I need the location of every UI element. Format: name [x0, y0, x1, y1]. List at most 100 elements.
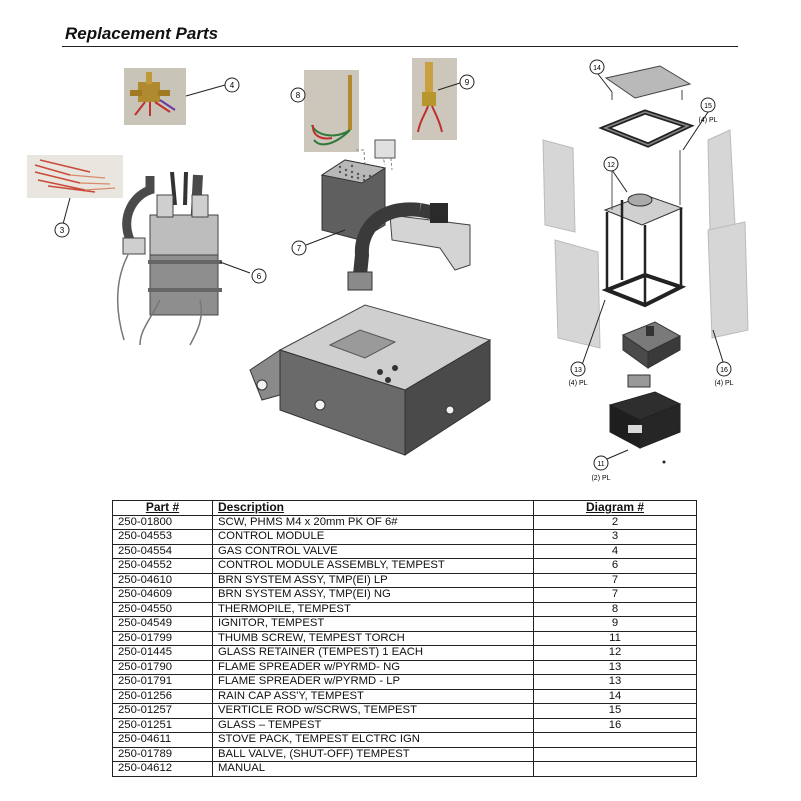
- callout-15: 15 (4) PL: [698, 97, 718, 124]
- part-number-cell: 250-04554: [112, 543, 213, 559]
- callout-8: 8: [290, 87, 306, 103]
- description-cell: GAS CONTROL VALVE: [212, 543, 534, 559]
- control-module-assembly-drawing: [117, 171, 222, 346]
- svg-text:(2) PL: (2) PL: [591, 475, 610, 482]
- parts-diagram: 4 3 6 8 9 7 14 15 (4) PL 12 13 (4) PL 16: [27, 58, 749, 482]
- control-module-photo: [27, 155, 123, 198]
- svg-text:12: 12: [607, 162, 615, 169]
- header-part-number: Part #: [112, 500, 213, 516]
- header-diagram-number: Diagram #: [533, 500, 697, 516]
- page-title: Replacement Parts: [65, 24, 219, 43]
- svg-text:(4) PL: (4) PL: [568, 380, 587, 387]
- description-cell: GLASS RETAINER (TEMPEST) 1 EACH: [212, 645, 534, 661]
- diagram-number-cell: 8: [533, 601, 697, 617]
- description-cell: THUMB SCREW, TEMPEST TORCH: [212, 630, 534, 646]
- part-number-cell: 250-04549: [112, 616, 213, 632]
- burner-system-drawing: [320, 139, 471, 291]
- callout-14: 14: [589, 59, 605, 75]
- svg-text:3: 3: [60, 226, 65, 235]
- part-number-cell: 250-01256: [112, 688, 213, 704]
- diagram-number-cell: 16: [533, 717, 697, 733]
- thermopile-photo: [304, 70, 359, 152]
- description-cell: IGNITOR, TEMPEST: [212, 616, 534, 632]
- part-number-cell: 250-01257: [112, 703, 213, 719]
- description-cell: THERMOPILE, TEMPEST: [212, 601, 534, 617]
- part-number-cell: 250-01800: [112, 514, 213, 530]
- part-number-cell: 250-01799: [112, 630, 213, 646]
- title-rule: [62, 46, 738, 47]
- description-cell: FLAME SPREADER w/PYRMD- NG: [212, 659, 534, 675]
- description-cell: VERTICLE ROD w/SCRWS, TEMPEST: [212, 703, 534, 719]
- callout-11: 11 (2) PL: [591, 455, 611, 482]
- exploded-tower-drawing: [542, 65, 749, 464]
- part-number-cell: 250-01791: [112, 674, 213, 690]
- diagram-number-cell: 9: [533, 616, 697, 632]
- svg-text:7: 7: [297, 244, 302, 253]
- part-number-cell: 250-04612: [112, 761, 213, 777]
- diagram-number-cell: 13: [533, 659, 697, 675]
- part-number-cell: 250-01251: [112, 717, 213, 733]
- diagram-number-cell: 7: [533, 587, 697, 603]
- callout-3: 3: [54, 222, 70, 238]
- description-cell: CONTROL MODULE: [212, 529, 534, 545]
- diagram-number-cell: 13: [533, 674, 697, 690]
- svg-text:13: 13: [574, 367, 582, 374]
- callout-16: 16 (4) PL: [714, 361, 734, 387]
- diagram-number-cell: 14: [533, 688, 697, 704]
- description-cell: GLASS – TEMPEST: [212, 717, 534, 733]
- svg-text:11: 11: [597, 461, 604, 468]
- callout-7: 7: [291, 240, 307, 256]
- svg-text:6: 6: [257, 272, 262, 281]
- svg-text:9: 9: [465, 78, 470, 87]
- part-number-cell: 250-04611: [112, 732, 213, 748]
- description-cell: FLAME SPREADER w/PYRMD - LP: [212, 674, 534, 690]
- diagram-number-cell: 12: [533, 645, 697, 661]
- part-number-cell: 250-04610: [112, 572, 213, 588]
- part-number-cell: 250-04609: [112, 587, 213, 603]
- diagram-number-cell: 4: [533, 543, 697, 559]
- description-cell: STOVE PACK, TEMPEST ELCTRC IGN: [212, 732, 534, 748]
- description-cell: BRN SYSTEM ASSY, TMP(EI) LP: [212, 572, 534, 588]
- svg-text:(4) PL: (4) PL: [714, 380, 733, 387]
- diagram-number-cell: [533, 732, 697, 748]
- description-cell: RAIN CAP ASS'Y, TEMPEST: [212, 688, 534, 704]
- diagram-number-cell: 7: [533, 572, 697, 588]
- ignitor-photo: [412, 58, 457, 140]
- svg-text:15: 15: [704, 103, 712, 110]
- base-pan-drawing: [249, 304, 492, 456]
- description-cell: SCW, PHMS M4 x 20mm PK OF 6#: [212, 514, 534, 530]
- diagram-number-cell: 2: [533, 514, 697, 530]
- part-number-cell: 250-01789: [112, 746, 213, 762]
- description-cell: BRN SYSTEM ASSY, TMP(EI) NG: [212, 587, 534, 603]
- description-cell: CONTROL MODULE ASSEMBLY, TEMPEST: [212, 558, 534, 574]
- table-header-row: Part # Description Diagram #: [112, 500, 697, 516]
- svg-text:14: 14: [593, 65, 601, 72]
- diagram-number-cell: [533, 746, 697, 762]
- part-number-cell: 250-01445: [112, 645, 213, 661]
- svg-text:16: 16: [720, 367, 728, 374]
- description-cell: BALL VALVE, (SHUT-OFF) TEMPEST: [212, 746, 534, 762]
- diagram-number-cell: 15: [533, 703, 697, 719]
- svg-text:4: 4: [230, 81, 235, 90]
- diagram-number-cell: 3: [533, 529, 697, 545]
- callout-4: 4: [224, 77, 240, 93]
